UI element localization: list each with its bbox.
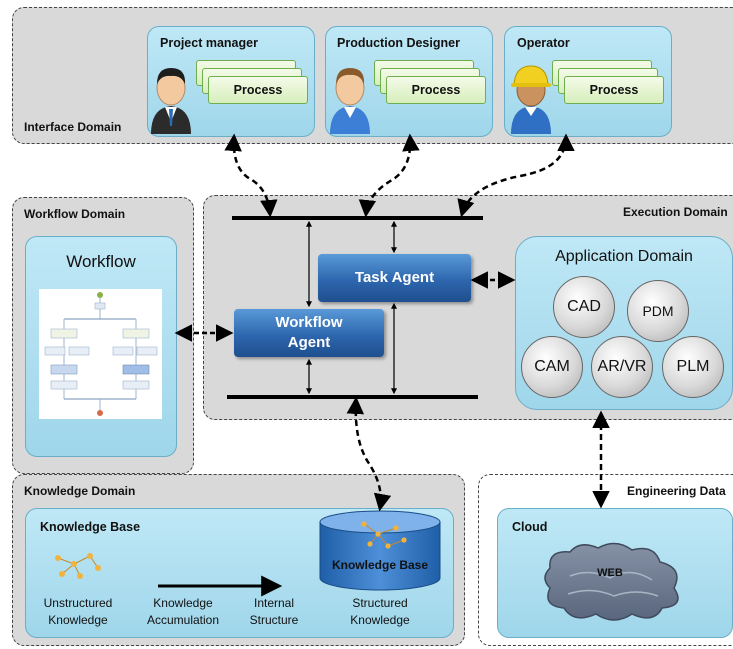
unstructured-line1: Unstructured bbox=[43, 596, 113, 610]
link-bar-to-knowledge-base bbox=[346, 396, 392, 512]
unstructured-network-icon bbox=[55, 553, 101, 579]
workflow-agent-line2: Agent bbox=[287, 334, 331, 351]
app-circle-pdm: PDM bbox=[627, 280, 689, 342]
workflow-panel-title: Workflow bbox=[66, 252, 136, 271]
unstructured-line2: Knowledge bbox=[48, 613, 108, 627]
app-circle-plm: PLM bbox=[662, 336, 724, 398]
unstructured-knowledge-text: Unstructured Knowledge bbox=[30, 595, 126, 629]
execution-domain-label: Execution Domain bbox=[623, 205, 728, 219]
knowledge-domain-label: Knowledge Domain bbox=[24, 484, 136, 498]
bottom-bus-bar bbox=[227, 395, 478, 399]
link-project-manager bbox=[224, 133, 278, 218]
task-agent: Task Agent bbox=[318, 254, 471, 302]
engineering-data-label: Engineering Data bbox=[627, 484, 726, 498]
link-production-designer bbox=[358, 133, 420, 218]
cloud-icon bbox=[544, 542, 679, 621]
cloud-web-text: WEB bbox=[597, 567, 623, 579]
role-title-project-manager: Project manager bbox=[160, 36, 258, 50]
app-circle-arvr: AR/VR bbox=[591, 336, 653, 398]
app-circle-cad: CAD bbox=[553, 276, 615, 338]
workflow-agent-line1: Workflow bbox=[275, 314, 343, 331]
designer-icon bbox=[330, 68, 370, 134]
app-circle-cam: CAM bbox=[521, 336, 583, 398]
role-title-production-designer: Production Designer bbox=[337, 36, 460, 50]
process-card: Process bbox=[208, 76, 308, 104]
businessman-icon bbox=[151, 68, 191, 134]
internal-structure-text: Internal Structure bbox=[234, 595, 314, 629]
accumulation-line2: Accumulation bbox=[146, 613, 220, 627]
top-bus-bar bbox=[232, 216, 483, 220]
role-title-operator: Operator bbox=[517, 36, 570, 50]
interface-domain-label: Interface Domain bbox=[24, 120, 122, 134]
process-card: Process bbox=[564, 76, 664, 104]
process-card: Process bbox=[386, 76, 486, 104]
knowledge-accumulation-text: Knowledge Accumulation bbox=[135, 595, 231, 629]
link-operator bbox=[457, 133, 575, 218]
accumulation-line1: Knowledge bbox=[153, 596, 213, 610]
structured-line1: Structured bbox=[352, 596, 408, 610]
structured-line2: Knowledge bbox=[350, 613, 410, 627]
knowledge-base-cylinder bbox=[319, 510, 441, 591]
structured-knowledge-text: Structured Knowledge bbox=[330, 595, 430, 629]
workflow-agent: Workflow Agent bbox=[234, 309, 384, 357]
internal-line1: Internal bbox=[253, 596, 295, 610]
application-domain-title: Application Domain bbox=[555, 248, 693, 265]
internal-line2: Structure bbox=[249, 613, 299, 627]
operator-icon bbox=[511, 65, 551, 134]
knowledge-base-cylinder-label: Knowledge Base bbox=[331, 558, 429, 572]
workflow-flowchart-thumbnail bbox=[39, 289, 162, 419]
cloud-panel-title: Cloud bbox=[512, 520, 548, 534]
knowledge-base-panel-title: Knowledge Base bbox=[40, 520, 141, 534]
workflow-domain-label: Workflow Domain bbox=[24, 207, 126, 221]
